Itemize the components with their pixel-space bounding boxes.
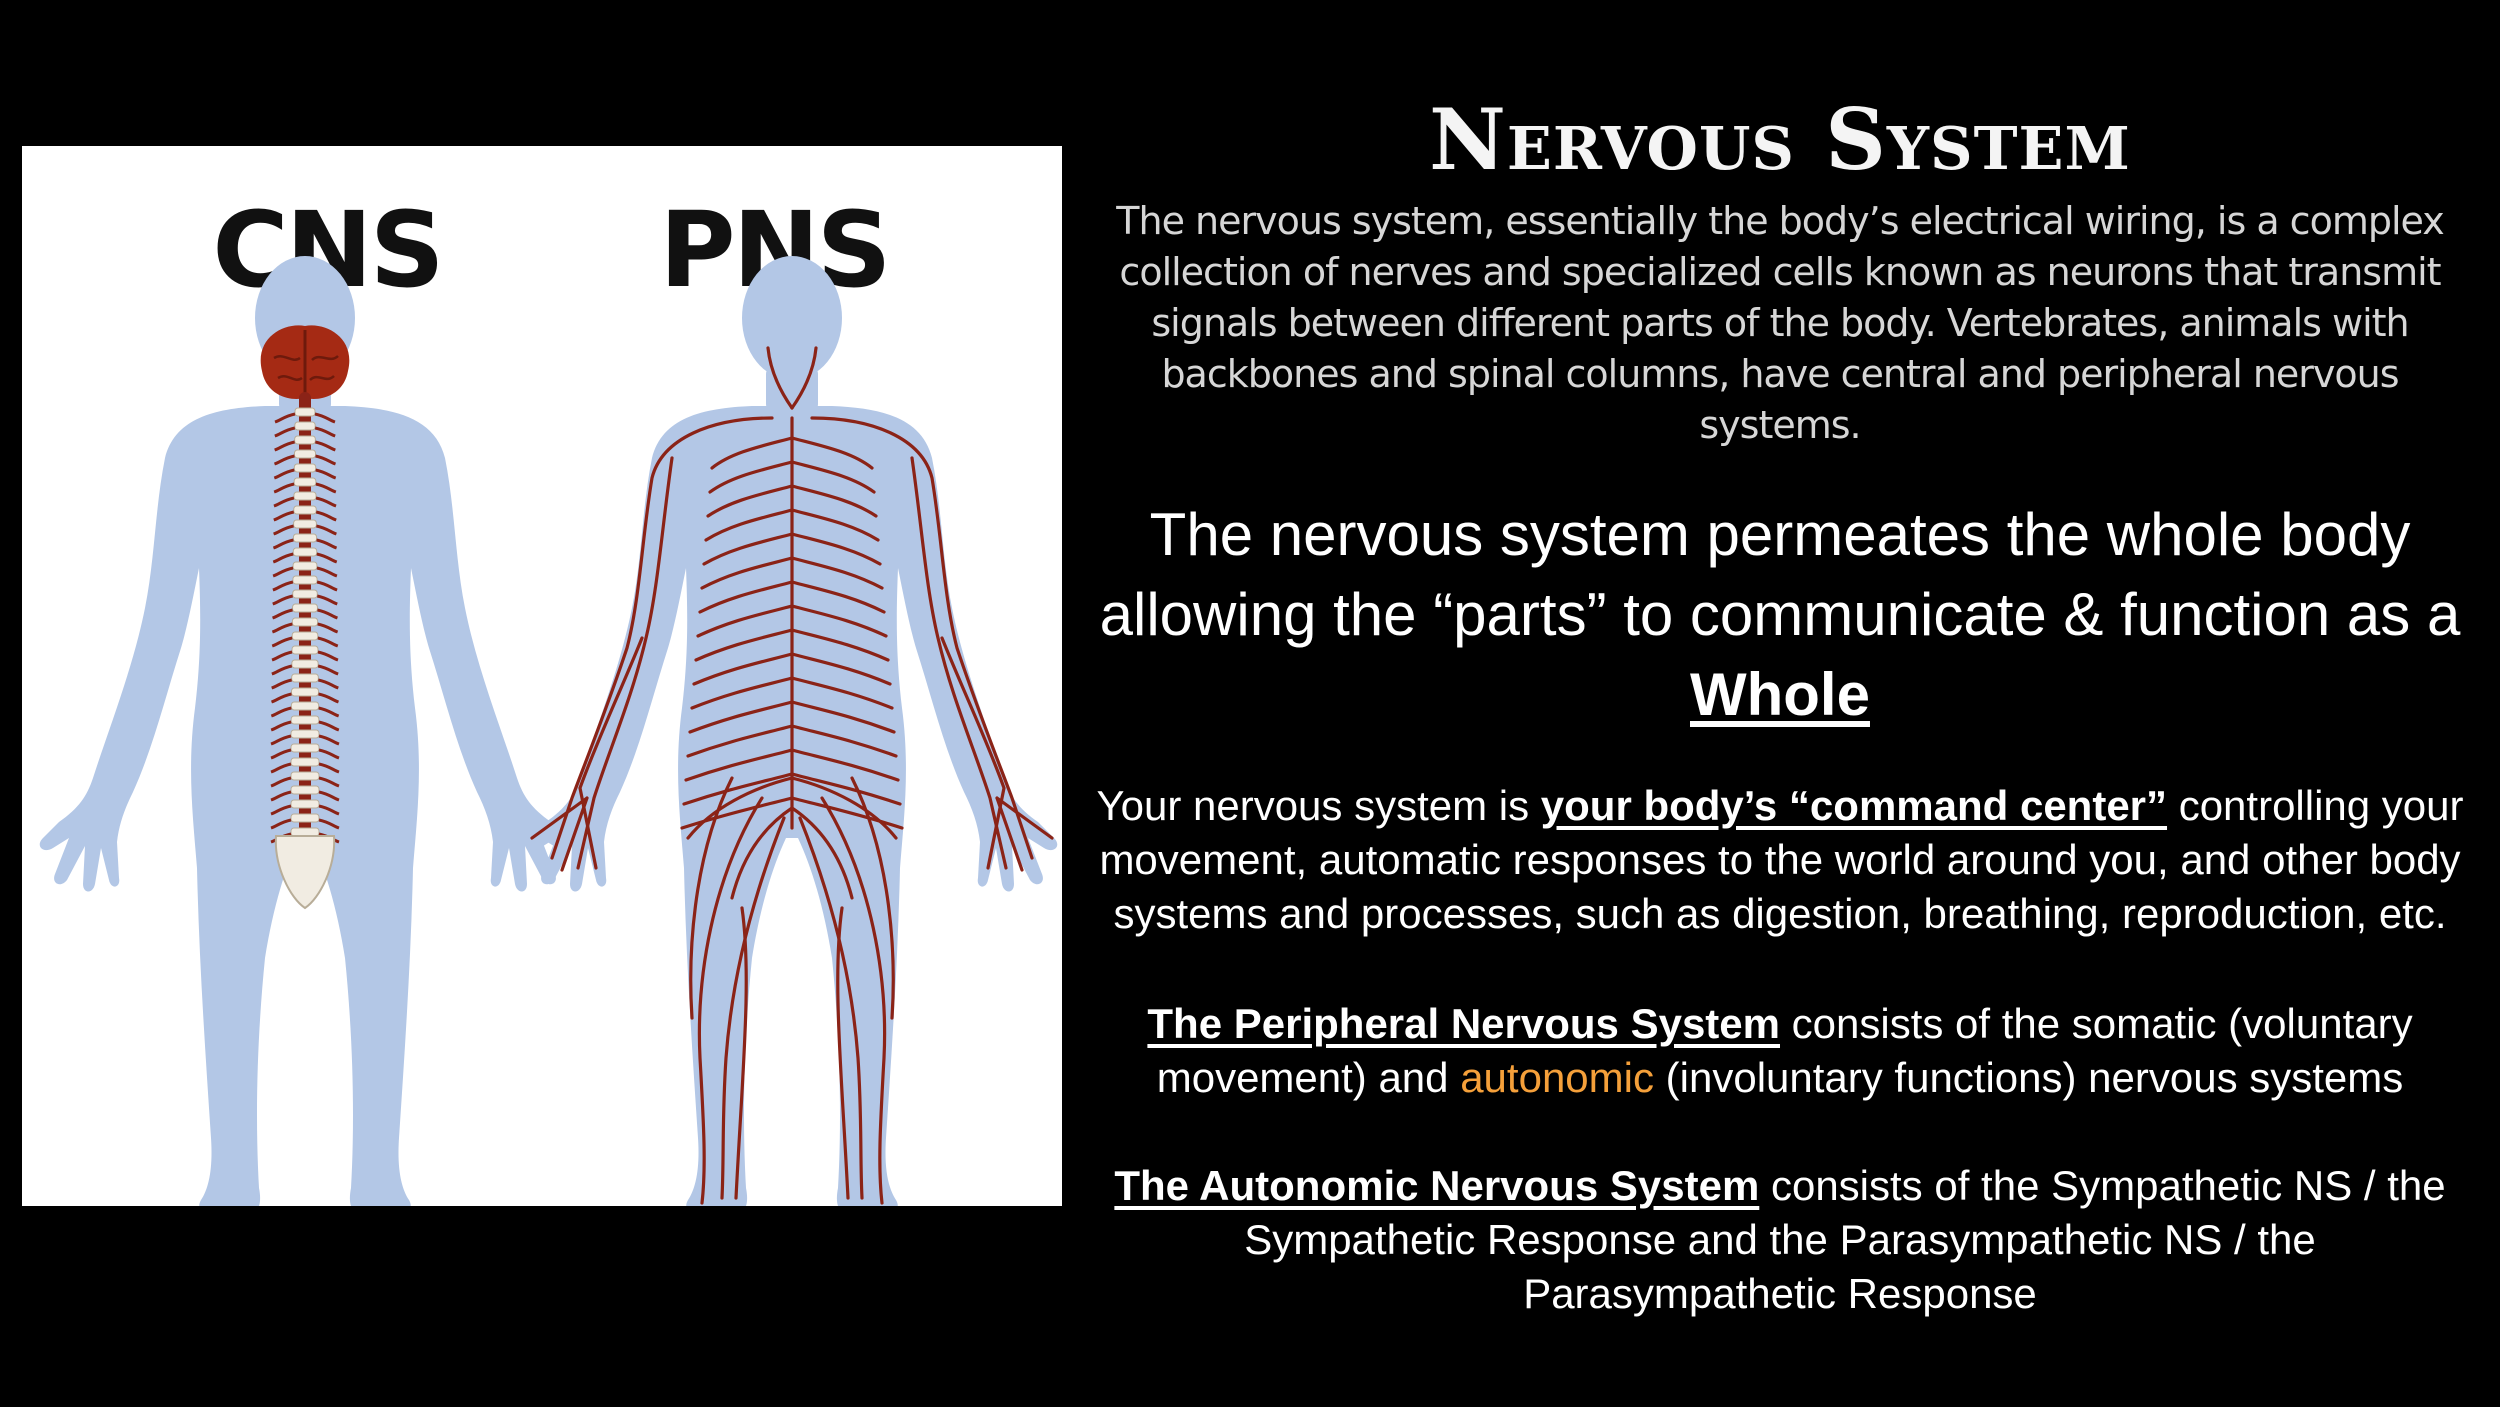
command-text-after: controlling your movement, automatic res…	[1099, 782, 2464, 937]
text-column: Nervous System The nervous system, essen…	[1090, 90, 2470, 1321]
lead-text: The nervous system permeates the whole b…	[1099, 501, 2461, 648]
whole-emphasis: Whole	[1690, 661, 1870, 728]
autonomic-highlight: autonomic	[1460, 1054, 1654, 1101]
pns-term: The Peripheral Nervous System	[1147, 1000, 1780, 1047]
spinal-cord	[270, 392, 340, 844]
page-title: Nervous System	[1429, 90, 2131, 189]
lead-statement: The nervous system permeates the whole b…	[1090, 495, 2470, 735]
peripheral-paragraph: The Peripheral Nervous System consists o…	[1090, 997, 2470, 1105]
command-center-paragraph: Your nervous system is your body’s “comm…	[1090, 779, 2470, 941]
brain-icon	[260, 325, 350, 399]
sacrum-bone	[274, 835, 336, 910]
pns-text-before: consists of the somatic (voluntary movem…	[1156, 1000, 2413, 1101]
intro-paragraph: The nervous system, essentially the body…	[1116, 199, 2444, 447]
pns-text-after: (involuntary functions) nervous systems	[1653, 1054, 2404, 1101]
command-text-before: Your nervous system is	[1096, 782, 1541, 829]
ans-term: The Autonomic Nervous System	[1114, 1162, 1760, 1209]
command-center-emphasis: your body’s “command center”	[1540, 782, 2168, 829]
ans-text-after: consists of the Sympathetic NS / the Sym…	[1244, 1162, 2446, 1317]
autonomic-paragraph: The Autonomic Nervous System consists of…	[1090, 1159, 2470, 1321]
peripheral-nerves	[530, 346, 1054, 1205]
